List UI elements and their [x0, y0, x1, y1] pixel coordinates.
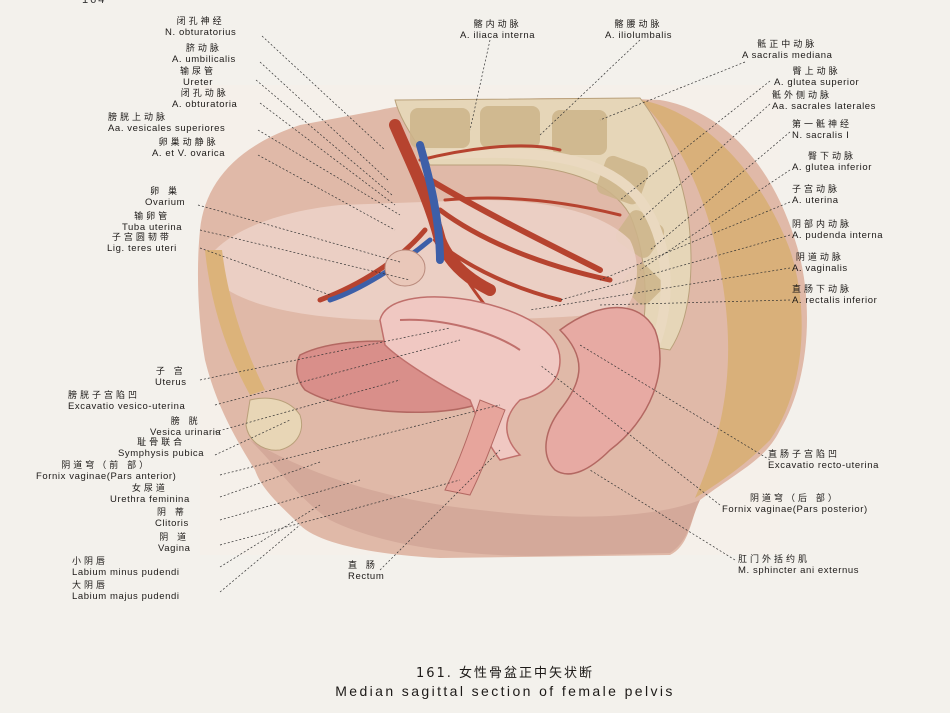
uterus	[379, 296, 561, 461]
caption-zh: 161. 女性骨盆正中矢状断	[415, 666, 595, 681]
iliac-veins	[327, 141, 444, 303]
leader-lines	[197, 35, 791, 593]
label-fornix-posterior: 阴道穹（后 部）Fornix vaginae(Pars posterior)	[722, 494, 868, 515]
figure-caption: 161. 女性骨盆正中矢状断 Median sagittal section o…	[0, 662, 950, 699]
rectum	[545, 306, 661, 475]
label-fornix-anterior: 阴道穹（前 部）Fornix vaginae(Pars anterior)	[36, 461, 177, 482]
ovary	[384, 249, 426, 287]
caption-en: Median sagittal section of female pelvis	[335, 683, 675, 699]
vagina	[444, 399, 506, 496]
pubic-symphysis	[245, 397, 303, 451]
page-number: 164	[82, 0, 107, 6]
